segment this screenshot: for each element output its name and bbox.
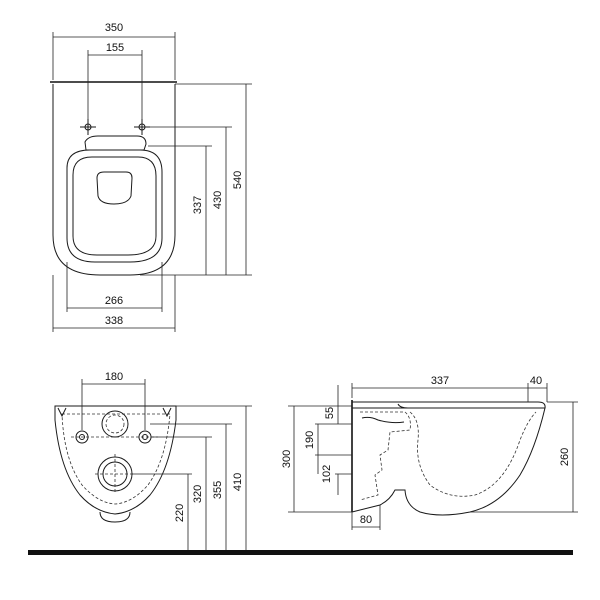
- dim-80: 80: [360, 514, 372, 526]
- dim-190: 190: [304, 431, 316, 449]
- dim-350: 350: [105, 22, 123, 34]
- front-view: 180 410 355 320 220: [54, 371, 252, 551]
- dim-430: 430: [212, 191, 224, 209]
- top-view: 350 155 540 430 337 266 338: [50, 22, 252, 332]
- seat-hinge: [84, 135, 147, 151]
- mount-hole-right-icon: [138, 430, 152, 444]
- dim-300: 300: [281, 450, 293, 468]
- dim-266: 266: [105, 295, 123, 307]
- front-outline: [54, 405, 177, 515]
- dim-40: 40: [530, 375, 542, 387]
- dim-355: 355: [212, 481, 224, 499]
- side-view: 337 40 260 300 190 55 102 80: [281, 375, 578, 530]
- floor-line: [28, 550, 573, 555]
- dim-102: 102: [321, 465, 333, 483]
- bolt-left-icon: [80, 119, 96, 135]
- dim-337-top: 337: [192, 196, 204, 214]
- dim-540: 540: [232, 171, 244, 189]
- bowl-outline-side: [351, 407, 546, 516]
- dim-338: 338: [105, 315, 123, 327]
- water-inlet-icon: [101, 410, 129, 438]
- dim-180: 180: [105, 371, 123, 383]
- dim-55: 55: [324, 407, 336, 419]
- seat-inner: [72, 156, 157, 256]
- dim-337-side: 337: [431, 375, 449, 387]
- bolt-right-icon: [134, 119, 150, 135]
- flush-opening: [96, 171, 133, 205]
- dim-220: 220: [174, 504, 186, 522]
- dim-320: 320: [192, 485, 204, 503]
- dim-260: 260: [559, 448, 571, 466]
- bowl-outline-top: [52, 84, 176, 276]
- dim-410: 410: [232, 473, 244, 491]
- dim-155: 155: [106, 42, 124, 54]
- seat-outer: [66, 149, 163, 263]
- seat-side: [352, 401, 546, 409]
